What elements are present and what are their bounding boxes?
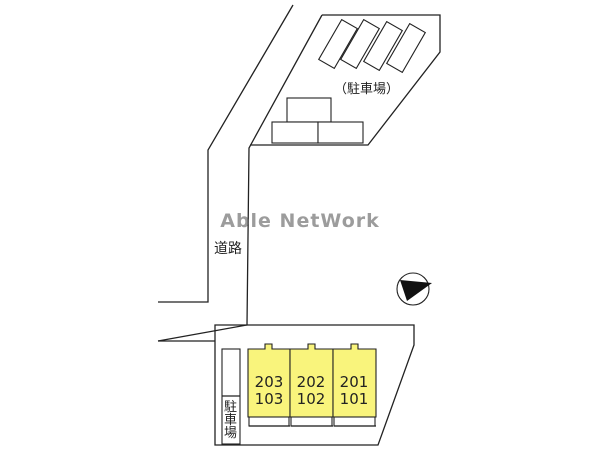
unit-number-lower: 101 <box>340 390 369 408</box>
unit-number-upper: 202 <box>297 373 326 391</box>
svg-text:駐: 駐 <box>224 400 237 415</box>
svg-text:車: 車 <box>224 413 237 428</box>
road-label: 道路 <box>214 241 242 257</box>
parking-lot-top-label: （駐車場） <box>334 82 399 97</box>
apartment-unit-1: 203 103 <box>247 343 291 427</box>
north-arrow-icon <box>396 272 432 306</box>
parking-stall <box>271 121 319 144</box>
parking-lot-side-label: 駐 車 場 <box>224 400 237 441</box>
unit-number-lower: 103 <box>255 390 284 408</box>
parking-stalls-diagonal <box>317 18 427 74</box>
unit-number-upper: 201 <box>340 373 369 391</box>
apartment-unit-2: 202 102 <box>289 343 334 427</box>
parking-stall <box>339 18 381 70</box>
parking-stall <box>385 22 427 74</box>
watermark: Able NetWork <box>220 210 380 232</box>
svg-text:場: 場 <box>224 426 237 441</box>
site-boundary-bottom <box>158 324 415 446</box>
parking-stall <box>317 18 359 70</box>
parking-stall <box>317 121 364 144</box>
parking-lot-top-boundary <box>250 14 441 146</box>
apartment-unit-3: 201 101 <box>332 343 377 427</box>
unit-number-upper: 203 <box>255 373 284 391</box>
unit-number-lower: 102 <box>297 390 326 408</box>
road-edge-right <box>157 14 323 342</box>
parking-stalls-horizontal <box>271 97 364 144</box>
parking-stall <box>286 97 332 123</box>
parking-stall <box>362 20 404 72</box>
road-edge-left <box>158 4 294 303</box>
